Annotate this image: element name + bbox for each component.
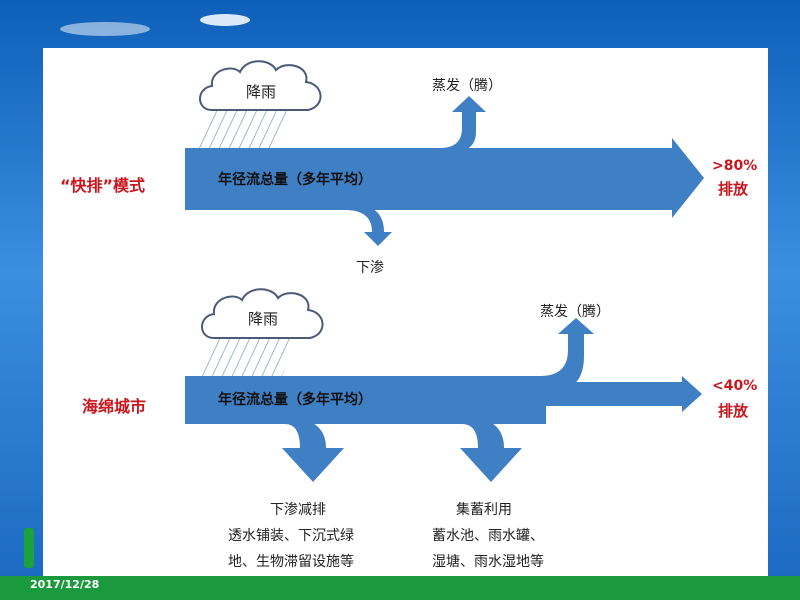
- bottom-rain-cloud-icon: [201, 288, 324, 339]
- logo-mark: [24, 528, 34, 568]
- bottom-discharge-percent: <40%: [712, 378, 757, 394]
- bottom-harvest-line2: 湿塘、雨水湿地等: [432, 553, 544, 570]
- bottom-runoff-band: [185, 376, 546, 424]
- top-mode-label: “快排”模式: [60, 176, 145, 195]
- top-discharge-label: 排放: [718, 180, 749, 198]
- bottom-rain-label: 降雨: [248, 310, 278, 328]
- bottom-infiltration-line1: 透水铺装、下沉式绿: [228, 528, 354, 544]
- bottom-discharge-arrow: [546, 376, 702, 412]
- sky-cloud-decoration: [60, 22, 150, 36]
- top-evaporation-label: 蒸发（腾）: [432, 77, 502, 94]
- top-evaporation-arrow: [440, 96, 486, 152]
- bottom-evaporation-arrow: [540, 318, 594, 392]
- bottom-infiltration-line2: 地、生物滞留设施等: [228, 553, 354, 570]
- bottom-runoff-label: 年径流总量（多年平均）: [218, 391, 372, 408]
- slide-panel: [43, 48, 768, 576]
- bottom-harvest-arrow: [460, 418, 522, 482]
- footer-bar: [0, 576, 800, 600]
- top-rain-label: 降雨: [246, 83, 276, 101]
- top-runoff-label: 年径流总量（多年平均）: [218, 171, 372, 188]
- top-rain-cloud-icon: [199, 60, 322, 111]
- top-diagram: [185, 60, 704, 246]
- top-rain-streaks: [198, 108, 294, 148]
- bottom-harvest-title: 集蓄利用: [456, 501, 512, 518]
- top-discharge-percent: >80%: [712, 158, 757, 174]
- bottom-harvest-line1: 蓄水池、雨水罐、: [432, 528, 544, 544]
- bottom-diagram: [185, 288, 702, 482]
- sky-cloud-decoration: [200, 14, 250, 26]
- bottom-rain-streaks: [202, 336, 298, 376]
- top-runoff-arrow: [185, 138, 704, 218]
- bottom-infiltration-title: 下渗减排: [270, 502, 326, 518]
- top-infiltration-label: 下渗: [356, 260, 384, 276]
- bottom-evaporation-label: 蒸发（腾）: [540, 303, 610, 320]
- bottom-infiltration-arrow: [282, 418, 344, 482]
- bottom-discharge-label: 排放: [718, 402, 749, 420]
- footer-date: 2017/12/28: [30, 578, 100, 591]
- bottom-mode-label: 海绵城市: [82, 397, 146, 416]
- top-infiltration-arrow: [345, 204, 392, 246]
